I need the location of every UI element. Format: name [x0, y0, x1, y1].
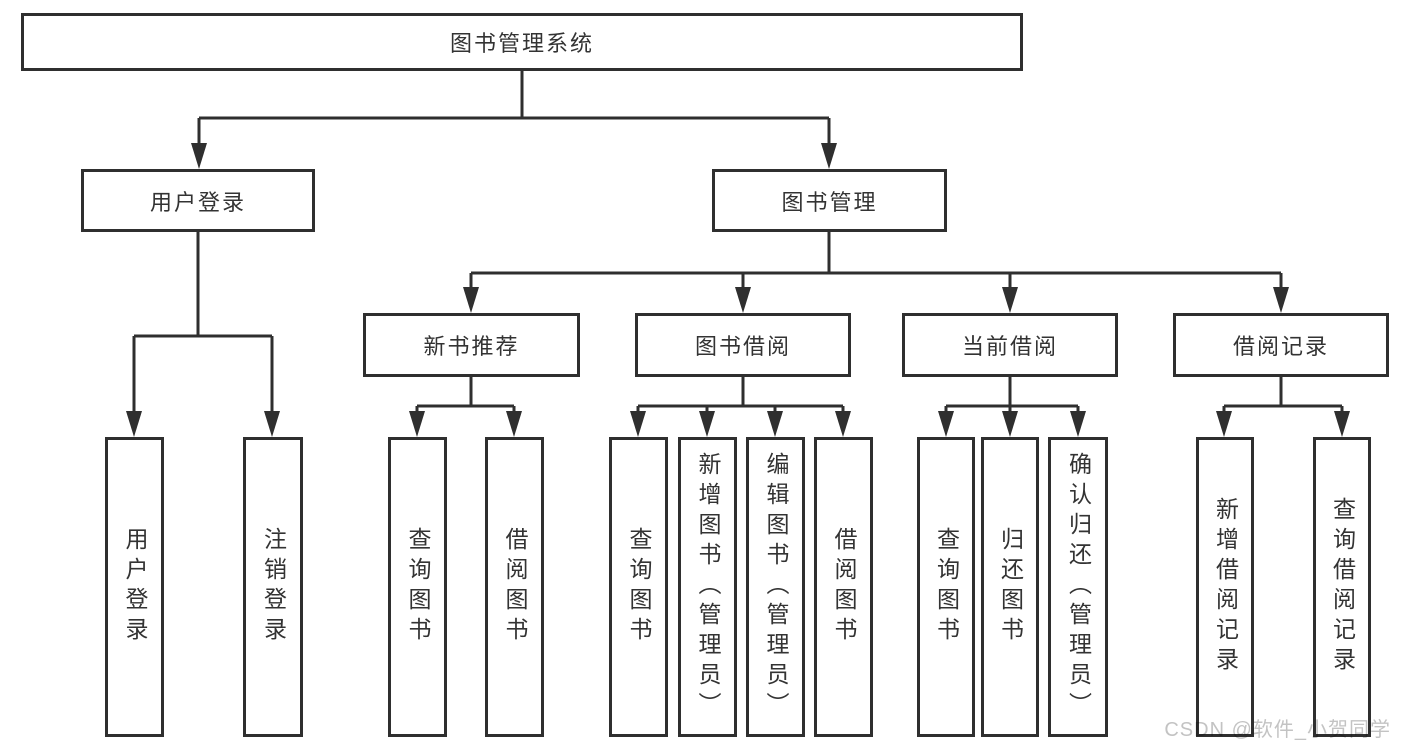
node-label: 借阅图书 — [831, 527, 857, 647]
node-recommend-query-books: 查询图书 — [388, 437, 447, 737]
node-recommend-borrow-books: 借阅图书 — [485, 437, 544, 737]
node-logout-leaf: 注销登录 — [243, 437, 303, 737]
node-label: 查询图书 — [626, 527, 652, 647]
node-label: 新增借阅记录 — [1212, 497, 1239, 677]
node-label: 新书推荐 — [423, 334, 520, 359]
node-root-system: 图书管理系统 — [21, 13, 1023, 71]
node-label: 借阅记录 — [1232, 334, 1329, 359]
csdn-watermark: CSDN @软件_小贺同学 — [1164, 719, 1391, 741]
node-label: 用户登录 — [122, 527, 148, 647]
node-new-book-recommendation: 新书推荐 — [363, 313, 580, 377]
node-user-login: 用户登录 — [81, 169, 315, 232]
node-borrowing-borrow-books: 借阅图书 — [814, 437, 873, 737]
arrowheads — [126, 143, 1350, 437]
node-book-borrowing: 图书借阅 — [635, 313, 851, 377]
node-label: 查询图书 — [933, 527, 960, 647]
node-current-borrowing: 当前借阅 — [902, 313, 1118, 377]
node-user-login-leaf: 用户登录 — [105, 437, 164, 737]
node-borrowing-records: 借阅记录 — [1173, 313, 1389, 377]
node-label: 编辑图书（管理员） — [763, 452, 789, 722]
node-add-books-admin: 新增图书（管理员） — [678, 437, 737, 737]
node-return-books: 归还图书 — [981, 437, 1039, 737]
node-label: 图书管理 — [781, 189, 878, 215]
node-confirm-return-admin: 确认归还（管理员） — [1048, 437, 1108, 737]
node-label: 查询图书 — [405, 527, 431, 647]
node-label: 当前借阅 — [961, 334, 1058, 359]
node-label: 归还图书 — [997, 527, 1024, 647]
node-label: 图书借阅 — [694, 334, 791, 359]
node-query-borrow-record: 查询借阅记录 — [1313, 437, 1371, 737]
node-label: 用户登录 — [149, 189, 246, 215]
node-borrowing-query-books: 查询图书 — [609, 437, 668, 737]
node-current-query-books: 查询图书 — [917, 437, 975, 737]
node-book-management: 图书管理 — [712, 169, 947, 232]
node-label: 借阅图书 — [502, 527, 528, 647]
node-add-borrow-record: 新增借阅记录 — [1196, 437, 1254, 737]
node-label: 注销登录 — [260, 527, 287, 647]
node-label: 查询借阅记录 — [1329, 497, 1356, 677]
node-label: 确认归还（管理员） — [1065, 452, 1092, 722]
node-label: 图书管理系统 — [449, 31, 594, 56]
node-edit-books-admin: 编辑图书（管理员） — [746, 437, 805, 737]
node-label: 新增图书（管理员） — [695, 452, 721, 722]
